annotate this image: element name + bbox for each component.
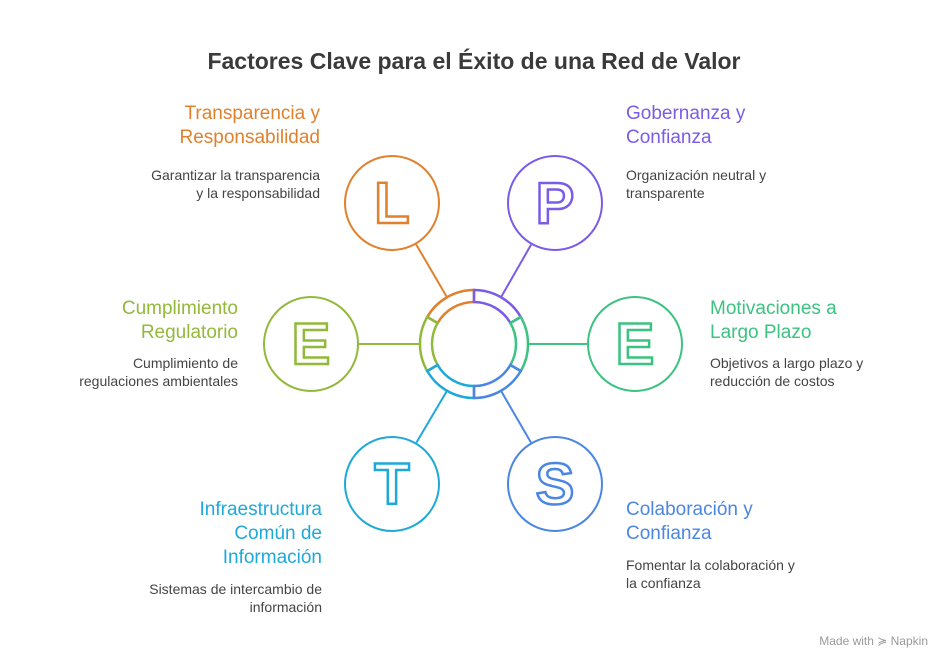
title-line: Motivaciones a [710, 298, 837, 319]
letter-circle [344, 436, 440, 532]
connector-line [500, 244, 533, 298]
factor-title: Colaboración y Confianza [626, 498, 753, 546]
diagram-title: Factores Clave para el Éxito de una Red … [207, 48, 741, 74]
description-line: y la responsabilidad [196, 185, 320, 201]
napkin-credit: Made with ≽ Napkin [819, 634, 928, 648]
factor-0: L [344, 155, 476, 325]
letter-circle [344, 155, 440, 251]
title-line: Largo Plazo [710, 322, 812, 343]
factor-description: Objetivos a largo plazo y reducción de co… [710, 354, 863, 390]
letter-circle [507, 436, 603, 532]
letter-e-icon: E [292, 312, 331, 377]
factor-3: E [508, 296, 683, 392]
title-line: Común de [234, 523, 322, 544]
letter-e-icon: E [616, 312, 655, 377]
title-line: Cumplimiento [121, 298, 238, 319]
description-line: Cumplimiento de [132, 355, 238, 371]
description-line: Objetivos a largo plazo y [710, 355, 864, 371]
description-line: Sistemas de intercambio de [149, 581, 322, 597]
ring-segment [418, 315, 440, 373]
ring-segment [472, 288, 523, 325]
factor-description: Fomentar la colaboración y la confianza [626, 556, 795, 592]
description-line: Garantizar la transparencia [151, 167, 320, 183]
factor-description: Cumplimiento de regulaciones ambientales [79, 354, 238, 390]
factor-2: E [263, 296, 440, 392]
factor-4: T [344, 363, 476, 532]
letter-p-icon: P [536, 171, 575, 236]
description-line: reducción de costos [710, 373, 835, 389]
description-line: información [249, 599, 322, 615]
title-line: Responsabilidad [179, 127, 321, 148]
factor-title: Motivaciones a Largo Plazo [710, 297, 837, 345]
letter-s-icon: S [536, 452, 575, 517]
connector-line [415, 390, 448, 444]
factor-title: Transparencia y Responsabilidad [180, 102, 321, 150]
description-line: Fomentar la colaboración y [626, 557, 795, 573]
letter-circle [263, 296, 359, 392]
letter-t-icon: T [374, 452, 409, 517]
title-line: Información [222, 547, 322, 568]
connector-line [500, 390, 532, 443]
description-line: regulaciones ambientales [79, 373, 238, 389]
title-line: Regulatorio [140, 322, 238, 343]
description-line: Organización neutral y [626, 167, 767, 183]
ring-segment [508, 315, 530, 373]
title-line: Confianza [626, 523, 712, 544]
title-line: Colaboración y [626, 499, 753, 520]
ring-segment [425, 288, 476, 325]
factor-description: Organización neutral y transparente [626, 166, 766, 202]
letter-circle [507, 155, 603, 251]
factor-1: P [472, 155, 603, 325]
factor-description: Sistemas de intercambio de información [149, 580, 322, 616]
letter-l-icon: L [374, 171, 409, 236]
connector-line [415, 243, 448, 298]
title-line: Infraestructura [199, 499, 323, 520]
factor-5: S [472, 363, 603, 532]
factor-description: Garantizar la transparencia y la responsa… [151, 166, 320, 202]
title-line: Confianza [626, 127, 712, 148]
ring-segment [472, 363, 523, 400]
title-line: Gobernanza y [626, 103, 746, 124]
letter-circle [587, 296, 683, 392]
description-line: la confianza [626, 575, 701, 591]
ring-segment [425, 363, 476, 400]
factor-title: Gobernanza y Confianza [626, 102, 745, 150]
title-line: Transparencia y [184, 103, 320, 124]
description-line: transparente [626, 185, 705, 201]
